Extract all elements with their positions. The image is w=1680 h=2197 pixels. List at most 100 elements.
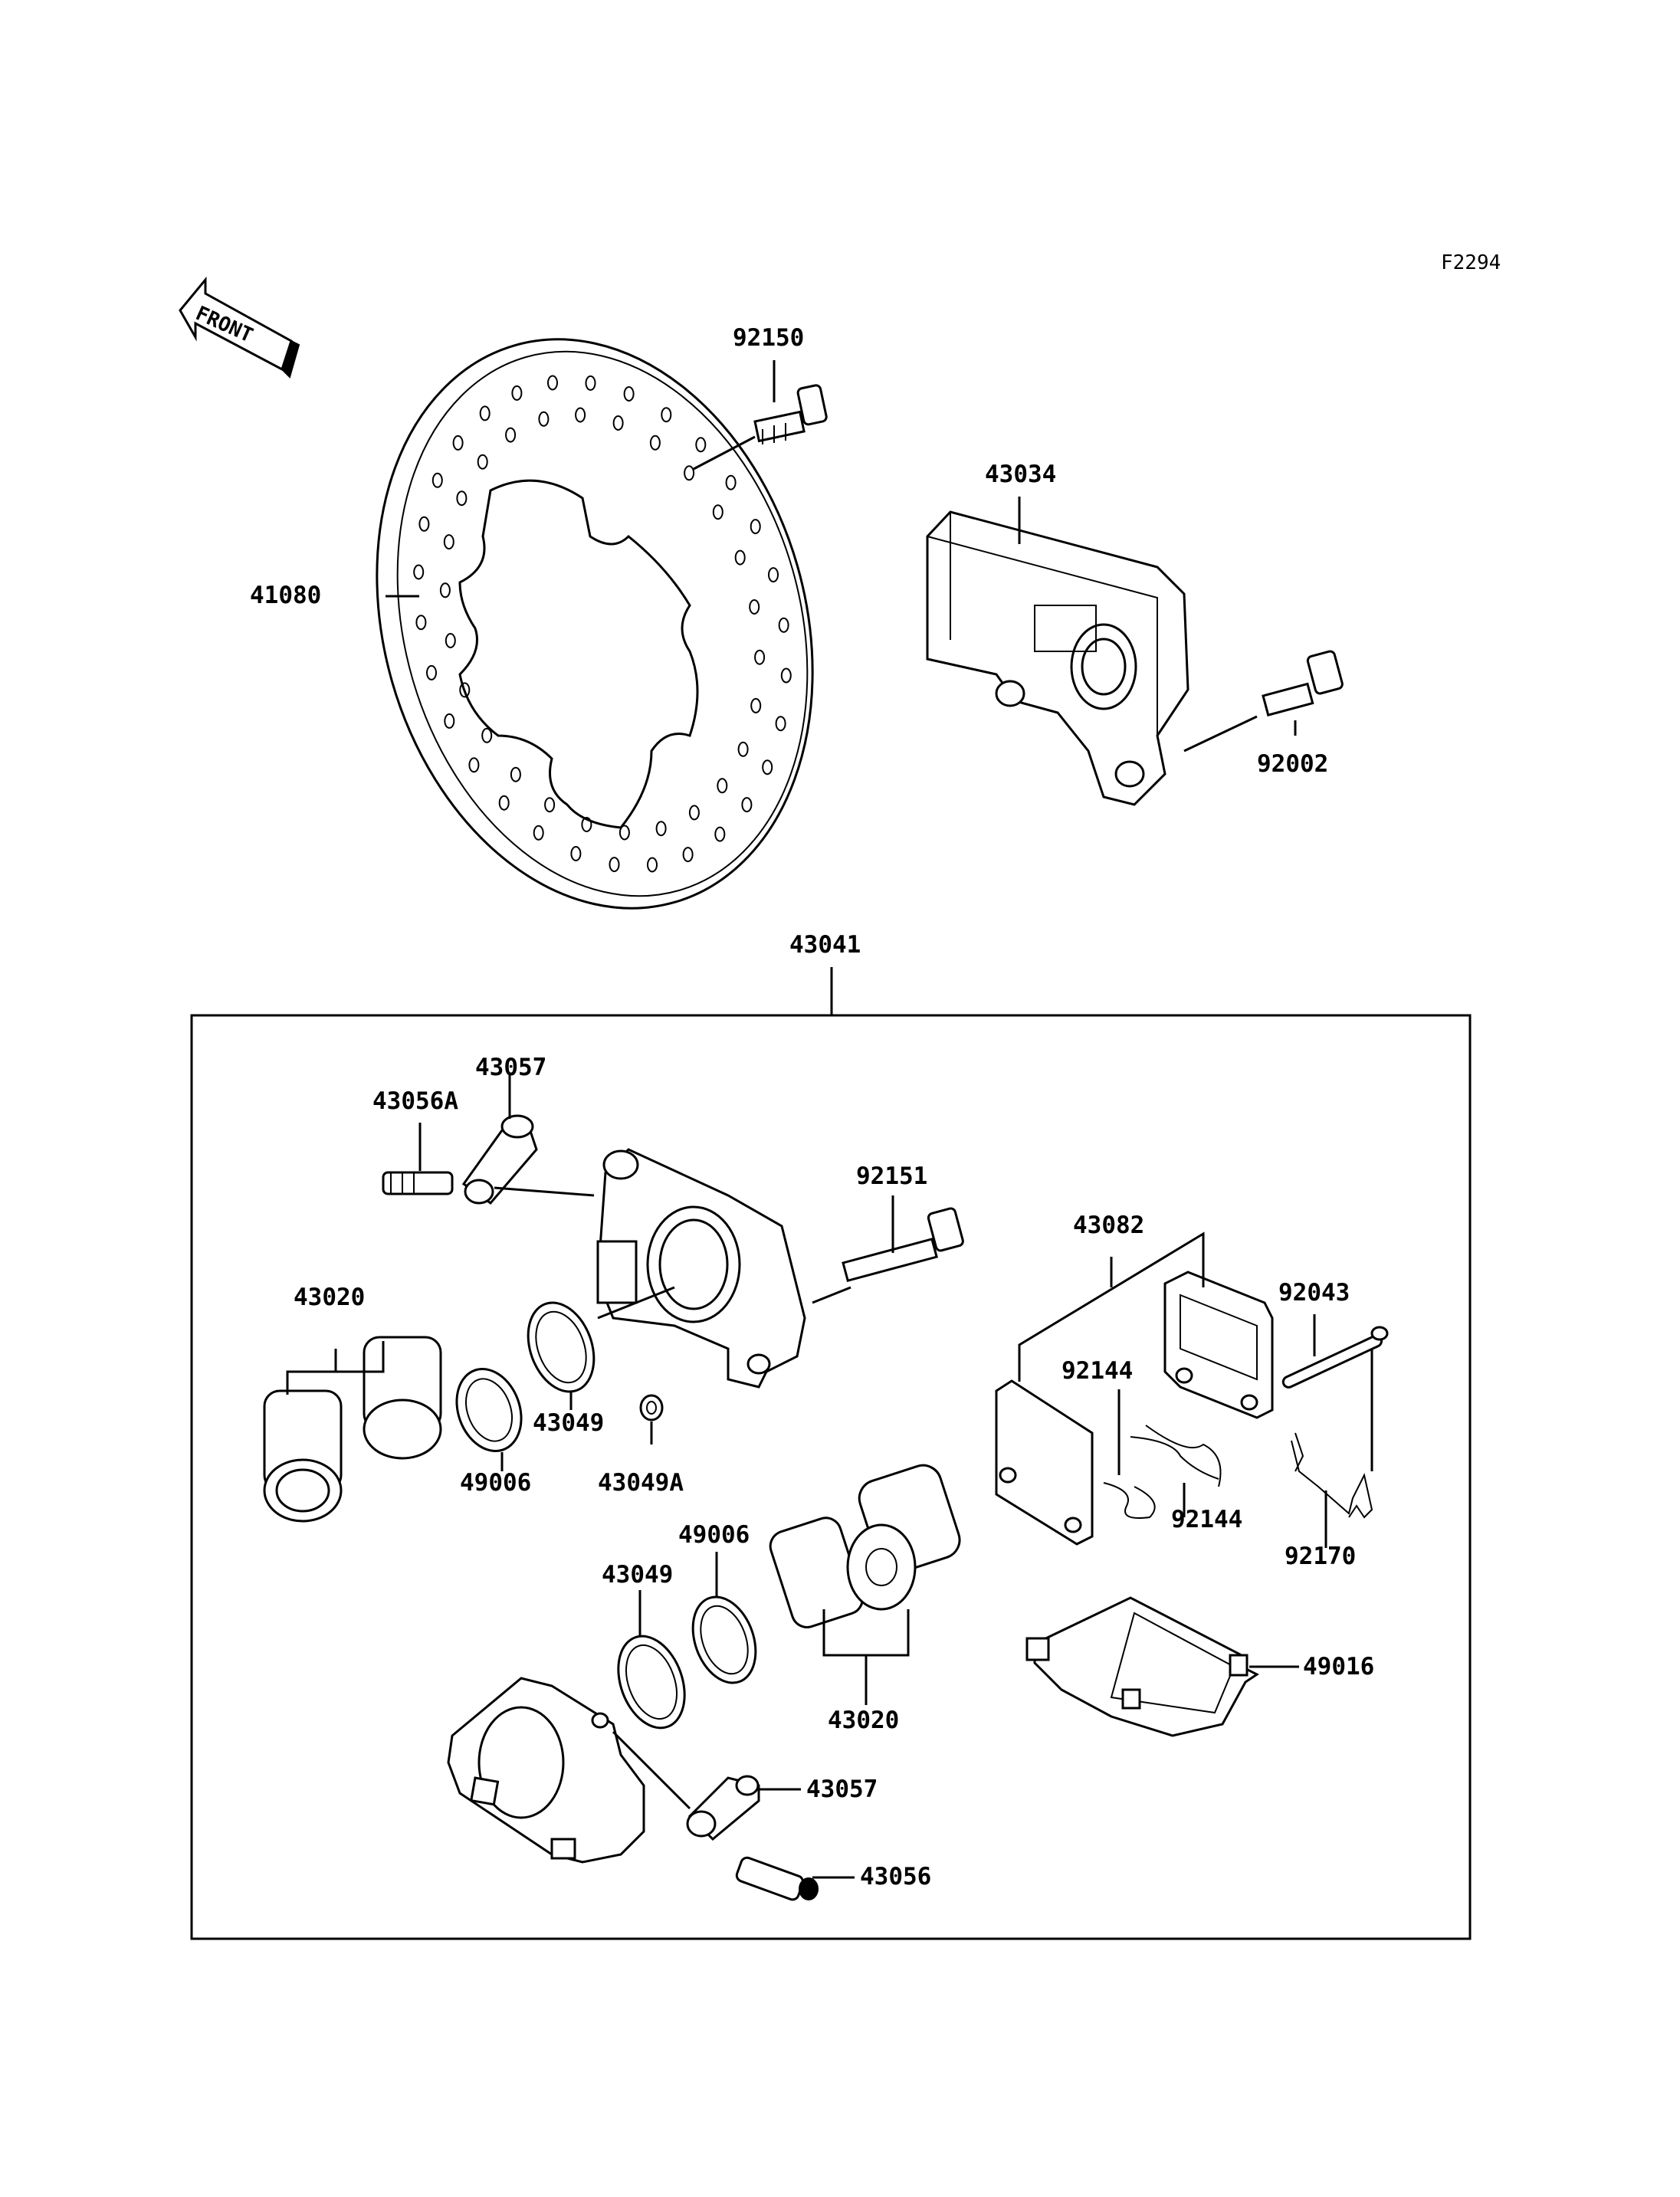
disc-hole — [426, 664, 437, 680]
bleeder-cap-bottom — [686, 1775, 760, 1841]
part-label-92170: 92170 — [1285, 1543, 1357, 1570]
pad-shim — [1025, 1596, 1259, 1737]
bolt-92151 — [842, 1207, 964, 1283]
piston-middle — [769, 1464, 961, 1628]
pad-clip — [1291, 1432, 1373, 1519]
part-label-43056: 43056 — [860, 1863, 932, 1890]
caliper-body-bottom — [447, 1677, 645, 1864]
disc-hole — [581, 817, 592, 832]
disc-hole — [754, 649, 766, 665]
disc-hole — [418, 516, 430, 532]
part-label-43020-middle: 43020 — [828, 1707, 900, 1734]
washer-43049A — [639, 1394, 664, 1421]
disc-hole — [413, 564, 425, 580]
figure-code: F2294 — [1441, 251, 1501, 274]
disc-hole — [762, 759, 773, 776]
disc-hole — [750, 697, 762, 713]
disc-hole — [749, 599, 760, 615]
disc-hole — [684, 465, 695, 481]
disc-hole — [712, 504, 724, 520]
bolt-92002 — [1262, 650, 1344, 716]
brake-pads — [995, 1271, 1274, 1546]
disc-hole — [468, 757, 480, 773]
seal-49006-middle — [691, 1595, 757, 1684]
disc-hole — [575, 407, 586, 423]
disc-hole — [415, 615, 427, 631]
caliper-body-top — [596, 1148, 806, 1389]
part-label-43041: 43041 — [789, 931, 861, 959]
disc-hole — [481, 727, 493, 743]
disc-hole — [510, 766, 521, 782]
part-label-43049-left: 43049 — [533, 1409, 605, 1437]
disc-hole — [585, 375, 596, 391]
part-label-41080: 41080 — [250, 582, 322, 609]
brake-disc — [376, 338, 814, 910]
disc-hole — [612, 415, 624, 431]
disc-hole — [623, 386, 635, 402]
bleeder-cap-top — [461, 1114, 538, 1205]
disc-hole — [741, 797, 753, 813]
seal-43049-left — [527, 1301, 596, 1393]
part-label-43034: 43034 — [985, 461, 1057, 488]
disc-hole — [695, 437, 707, 453]
disc-hole — [780, 667, 792, 684]
part-label-92144-bottom: 92144 — [1171, 1506, 1243, 1533]
disc-hole — [609, 857, 620, 873]
disc-hole — [443, 534, 454, 550]
disc-hole — [511, 385, 523, 401]
seal-49006-left — [455, 1368, 523, 1452]
part-label-43049-middle: 43049 — [602, 1561, 674, 1589]
disc-hole — [661, 407, 672, 423]
disc-hole — [725, 474, 737, 490]
disc-hole — [547, 375, 558, 391]
disc-hole — [717, 778, 728, 794]
part-label-92144-top: 92144 — [1061, 1357, 1134, 1385]
disc-hole — [647, 857, 658, 873]
front-arrow-icon — [179, 276, 300, 379]
part-label-43020-left: 43020 — [294, 1284, 366, 1311]
disc-hole — [459, 682, 471, 698]
disc-hole — [750, 519, 761, 535]
disc-hole — [714, 826, 726, 842]
bolt-92150 — [753, 384, 828, 444]
disc-hole — [498, 795, 510, 811]
disc-hole — [505, 427, 517, 443]
piston-left — [263, 1336, 442, 1523]
disc-hole — [439, 582, 451, 598]
part-label-43057-top: 43057 — [475, 1054, 547, 1081]
part-label-49006-left: 49006 — [460, 1469, 532, 1497]
part-label-43057-bottom: 43057 — [806, 1776, 878, 1803]
disc-hole — [649, 434, 661, 451]
part-label-49016: 49016 — [1303, 1653, 1375, 1681]
part-label-92150: 92150 — [733, 324, 805, 352]
bleeder-valve-bottom — [735, 1856, 819, 1901]
disc-hole — [479, 405, 491, 421]
disc-hole — [768, 567, 779, 583]
seal-43049-middle — [617, 1635, 686, 1730]
pad-pin — [1281, 1326, 1389, 1389]
disc-hole — [538, 411, 550, 427]
spring-clips — [1103, 1425, 1222, 1519]
disc-hole — [444, 713, 455, 729]
disc-hole — [533, 825, 544, 841]
part-label-43082: 43082 — [1073, 1212, 1145, 1239]
disc-hole — [778, 617, 789, 633]
disc-hole — [445, 633, 456, 648]
disc-hole — [737, 741, 749, 757]
part-label-49006-middle: 49006 — [678, 1521, 750, 1549]
part-label-43056A: 43056A — [372, 1087, 458, 1115]
disc-hole — [452, 434, 464, 451]
caliper-bracket — [926, 510, 1189, 806]
part-label-43049A: 43049A — [598, 1469, 684, 1497]
disc-hole — [570, 846, 582, 861]
disc-hole — [477, 454, 488, 470]
disc-hole — [544, 797, 556, 813]
disc-hole — [431, 472, 443, 488]
part-label-92151: 92151 — [856, 1162, 928, 1190]
bleeder-valve-top — [382, 1171, 454, 1195]
disc-hole — [619, 825, 630, 841]
disc-hole — [655, 821, 667, 837]
part-label-92043: 92043 — [1278, 1279, 1350, 1307]
